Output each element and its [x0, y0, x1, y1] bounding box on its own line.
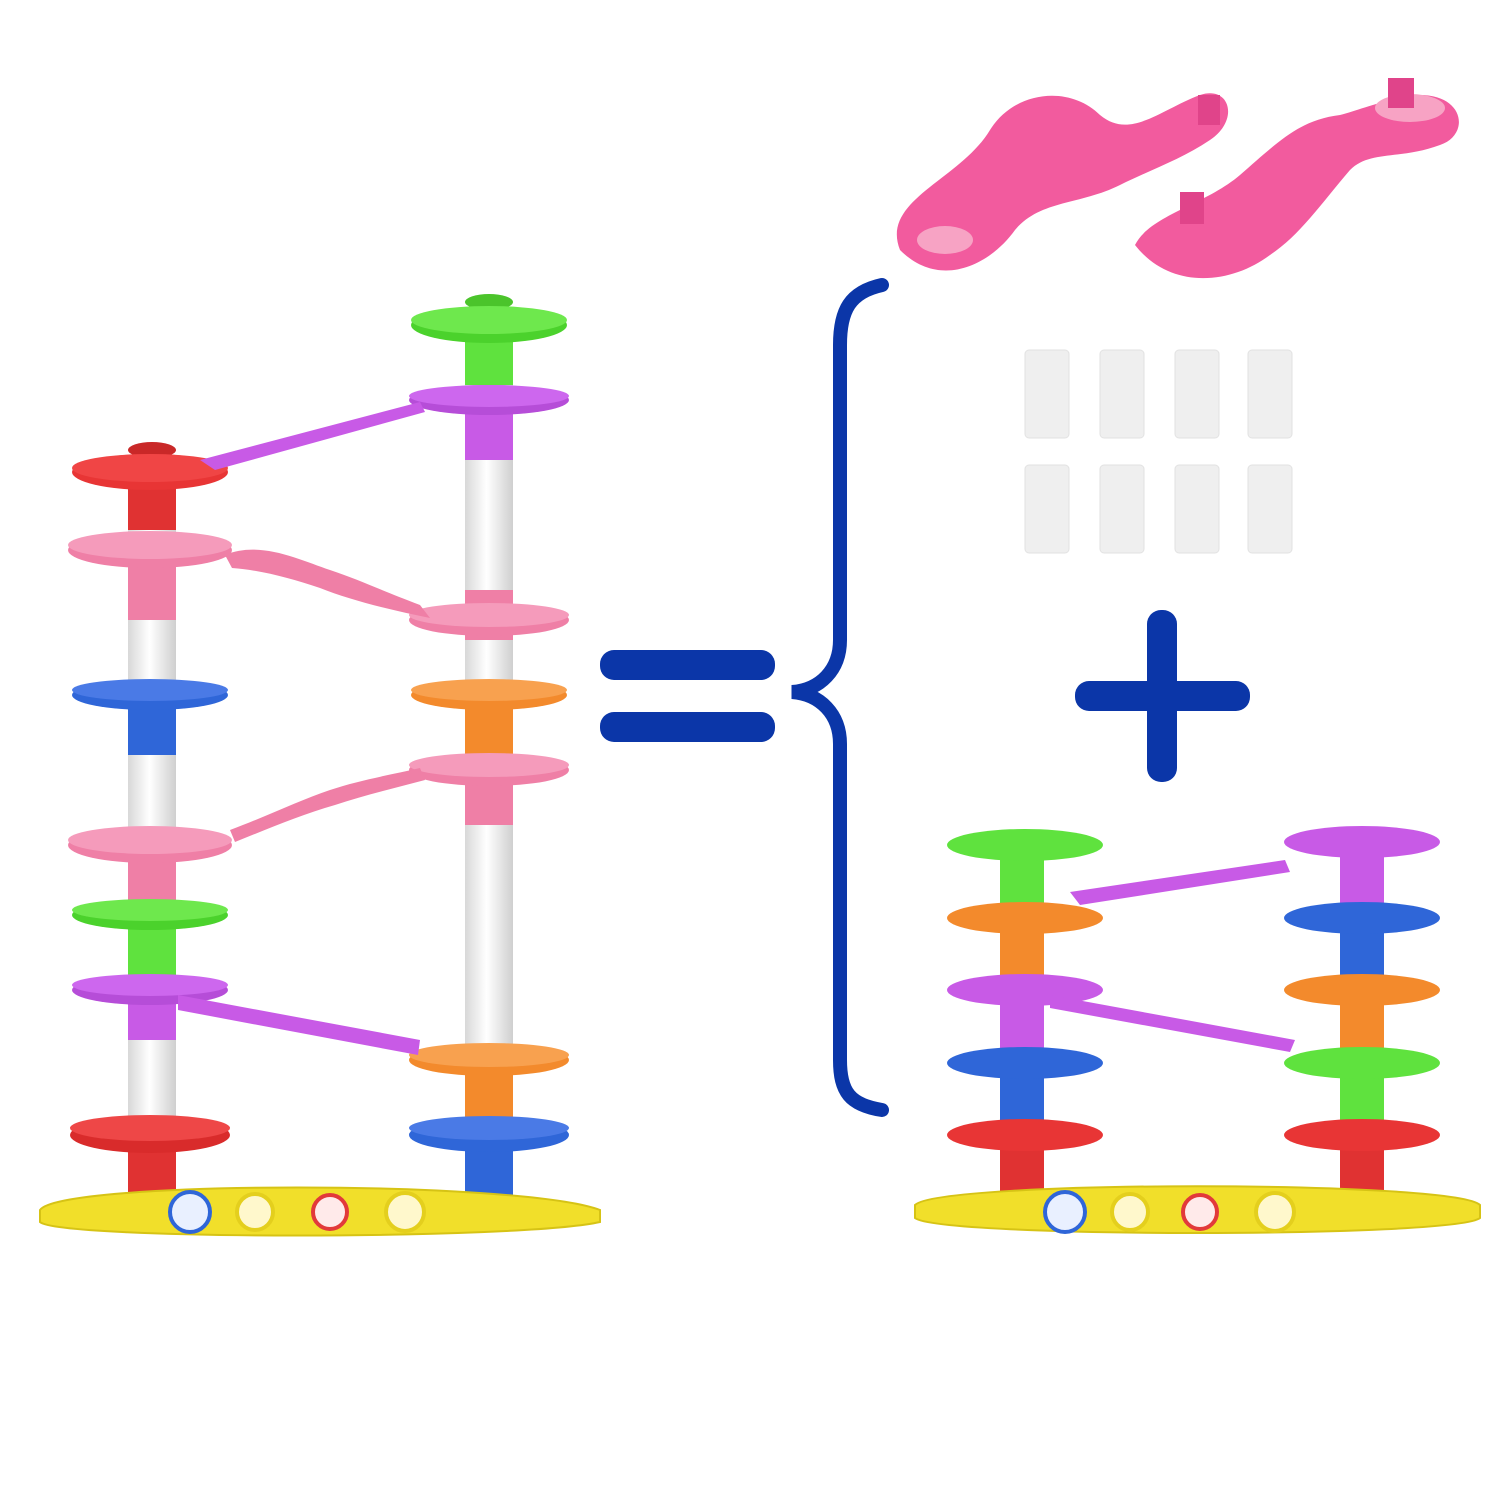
pink-curvy-track-pieces	[896, 78, 1459, 279]
curly-brace	[791, 278, 889, 1117]
equals-sign	[600, 650, 775, 742]
pink-zigzag-ramp-upper	[225, 549, 430, 618]
purple-ramp-lower	[178, 995, 420, 1055]
balls-large-tower	[168, 1190, 426, 1234]
small-marble-run-tower	[914, 826, 1481, 1234]
plus-sign	[1075, 610, 1250, 782]
left-column-discs	[68, 454, 232, 1153]
connector-tubes	[1024, 349, 1293, 554]
purple-ramp-top	[200, 402, 425, 470]
right-column-discs	[409, 306, 569, 1152]
pink-zigzag-ramp-lower	[230, 768, 425, 842]
large-marble-run-tower	[39, 294, 601, 1237]
